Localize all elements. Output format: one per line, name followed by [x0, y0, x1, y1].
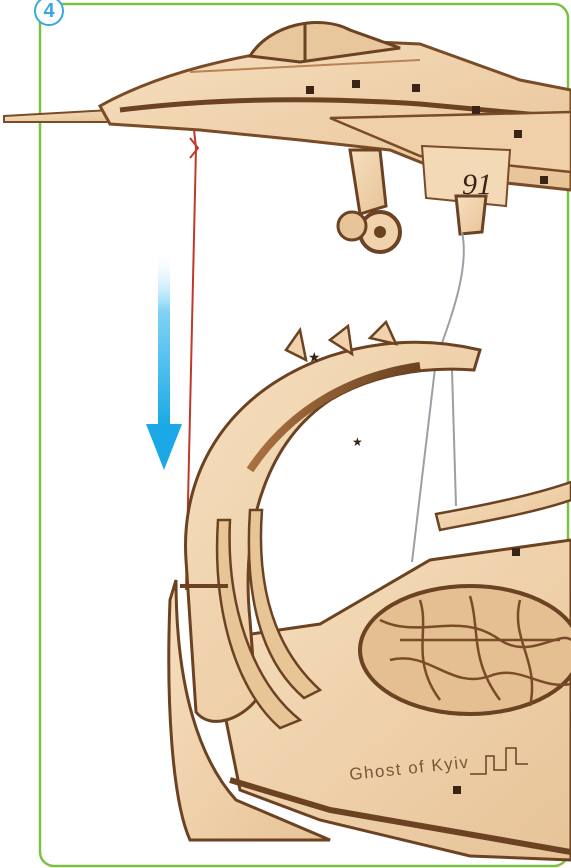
airplane-model	[4, 22, 571, 252]
star-icon: ★	[308, 350, 321, 366]
arrow-down-icon	[146, 250, 182, 470]
tail-number: 91	[462, 168, 492, 201]
star-icon: ★	[352, 435, 363, 449]
